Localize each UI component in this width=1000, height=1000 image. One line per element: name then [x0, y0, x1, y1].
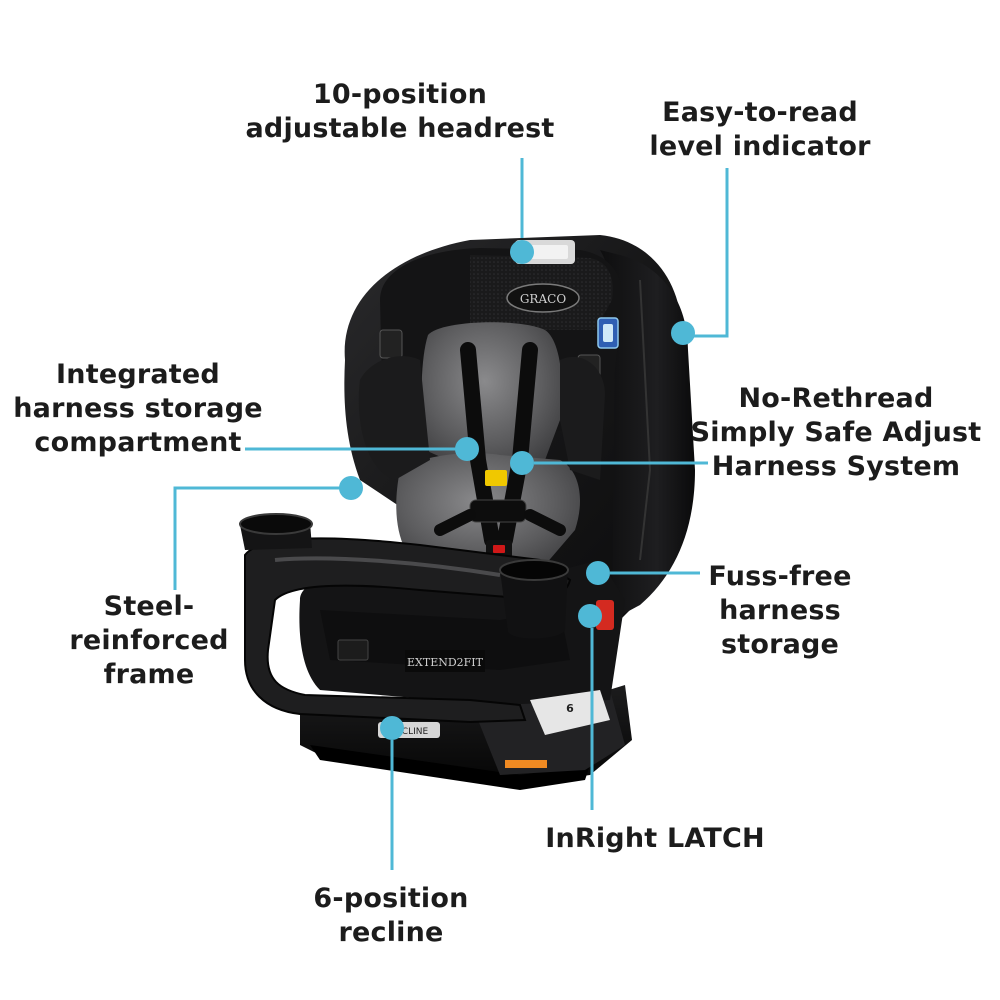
callout-steel-frame-line-1: Steel-	[103, 591, 195, 622]
dot-harness-storage-compartment	[455, 437, 479, 461]
callout-leaders	[173, 158, 729, 870]
recline-label: RECLINE	[390, 727, 429, 737]
callout-fuss-free-storage-line-2: harness	[719, 595, 841, 626]
brand-logo: GRACO	[520, 292, 566, 306]
callout-steel-frame-line-3: frame	[103, 659, 195, 690]
callout-harness-storage-compartment-line-1: Integrated	[56, 359, 220, 390]
dot-fuss-free-storage	[586, 561, 610, 585]
callout-fuss-free-storage: Fuss-free harness storage	[708, 560, 851, 662]
callout-steel-frame: Steel- reinforced frame	[69, 590, 228, 692]
callout-level-indicator-line-2: level indicator	[649, 131, 871, 162]
callout-harness-storage-compartment-line-3: compartment	[34, 427, 242, 458]
dot-recline	[380, 716, 404, 740]
dot-steel-frame	[339, 476, 363, 500]
armrest-frame	[244, 537, 572, 724]
leader-steel-frame	[173, 486, 340, 590]
callout-latch: InRight LATCH	[545, 822, 765, 856]
dot-level-indicator	[671, 321, 695, 345]
callout-headrest-line-1: 10-position	[312, 79, 488, 110]
callout-dots	[339, 240, 695, 740]
callout-rethread-harness-line-2: Simply Safe Adjust	[690, 417, 982, 448]
dot-latch	[578, 604, 602, 628]
callout-steel-frame-line-2: reinforced	[69, 625, 229, 656]
latch-tab	[596, 600, 614, 630]
leader-level-indicator	[688, 168, 729, 338]
right-cupholder	[499, 559, 569, 639]
callout-rethread-harness: No-Rethread Simply Safe Adjust Harness S…	[691, 382, 982, 484]
dot-rethread-harness	[510, 451, 534, 475]
callout-latch-line-1: InRight LATCH	[545, 823, 765, 854]
callout-level-indicator: Easy-to-read level indicator	[649, 96, 870, 164]
callout-fuss-free-storage-line-1: Fuss-free	[708, 561, 852, 592]
callout-fuss-free-storage-line-3: storage	[720, 629, 840, 660]
callout-recline-line-1: 6-position	[313, 883, 469, 914]
left-cupholder	[239, 513, 313, 550]
callout-recline: 6-position recline	[313, 882, 468, 950]
side-sticker: 6	[505, 690, 610, 768]
callout-rethread-harness-line-1: No-Rethread	[738, 383, 934, 414]
model-label: EXTEND2FIT	[407, 656, 484, 669]
callout-harness-storage-compartment-line-2: harness storage	[13, 393, 263, 424]
callout-headrest-line-2: adjustable headrest	[245, 113, 555, 144]
position-label: 6	[566, 702, 574, 715]
callout-recline-line-2: recline	[338, 917, 444, 948]
dot-headrest	[510, 240, 534, 264]
callout-headrest: 10-position adjustable headrest	[245, 78, 554, 146]
callout-rethread-harness-line-3: Harness System	[711, 451, 961, 482]
callout-level-indicator-line-1: Easy-to-read	[662, 97, 858, 128]
callout-harness-storage-compartment: Integrated harness storage compartment	[13, 358, 263, 460]
